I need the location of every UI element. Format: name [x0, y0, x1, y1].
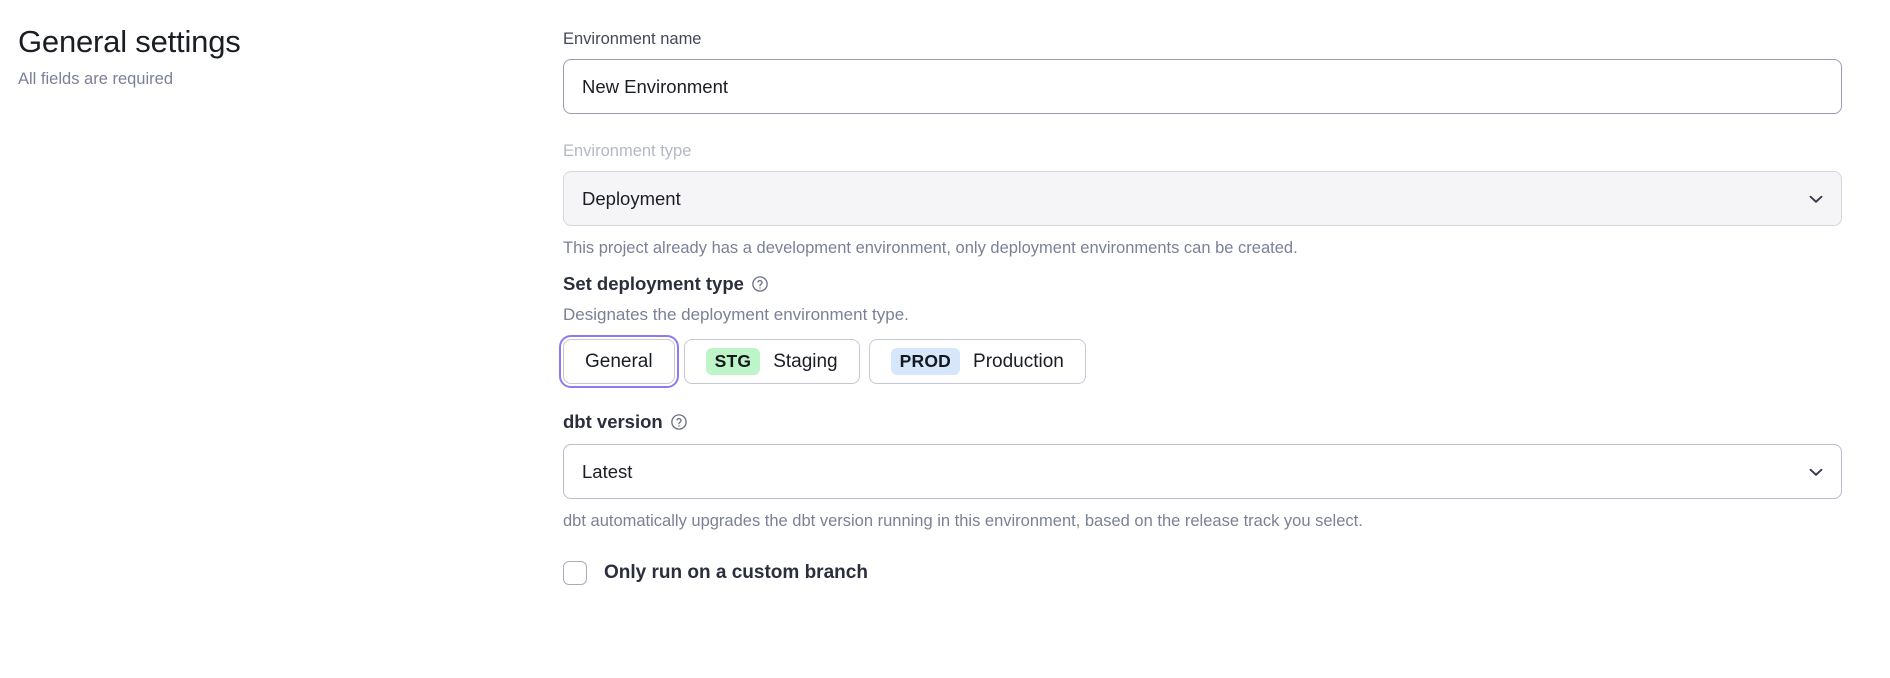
dbt-version-helper: dbt automatically upgrades the dbt versi… — [563, 512, 1363, 530]
spacer — [563, 260, 1842, 272]
environment-type-label: Environment type — [563, 142, 692, 160]
question-circle-icon[interactable] — [670, 413, 688, 431]
page-title: General settings — [18, 24, 241, 59]
environment-name-label: Environment name — [563, 30, 702, 48]
environment-name-value: New Environment — [582, 75, 729, 97]
dbt-version-group: dbt version Latest dbt aut — [563, 410, 1842, 533]
question-circle-icon[interactable] — [751, 275, 769, 293]
chevron-down-icon — [1805, 188, 1827, 210]
settings-header-column: General settings All fields are required — [18, 14, 563, 91]
deployment-type-label-row: Set deployment type — [563, 272, 1842, 296]
environment-type-helper: This project already has a development e… — [563, 239, 1298, 257]
environment-type-group: Environment type Deployment This project… — [563, 140, 1842, 260]
deployment-type-option-general[interactable]: General — [559, 335, 679, 388]
dbt-version-value: Latest — [582, 460, 633, 482]
settings-form-column: Environment name New Environment Environ… — [559, 14, 1842, 585]
dbt-version-select[interactable]: Latest — [563, 444, 1842, 499]
deployment-type-label: Set deployment type — [563, 273, 744, 294]
custom-branch-label: Only run on a custom branch — [604, 562, 868, 583]
deployment-type-description: Designates the deployment environment ty… — [563, 305, 909, 324]
environment-type-select[interactable]: Deployment — [563, 171, 1842, 226]
deployment-type-options: General STG Staging PROD Production — [559, 335, 1842, 388]
environment-name-input[interactable]: New Environment — [563, 59, 1842, 114]
spacer — [563, 384, 1842, 410]
deployment-type-option-production-label: Production — [973, 350, 1064, 372]
deployment-type-option-general-label: General — [585, 350, 653, 372]
deployment-type-group: Set deployment type Designates the deplo… — [559, 272, 1842, 388]
deployment-type-option-staging-label: Staging — [773, 350, 838, 372]
spacer — [563, 114, 1842, 140]
custom-branch-checkbox[interactable] — [563, 561, 587, 585]
environment-type-value: Deployment — [582, 187, 681, 209]
deployment-type-option-staging[interactable]: STG Staging — [683, 339, 860, 384]
chevron-down-icon — [1805, 461, 1827, 483]
page-subtitle: All fields are required — [18, 70, 173, 88]
custom-branch-row[interactable]: Only run on a custom branch — [563, 561, 1842, 585]
dbt-version-label-row: dbt version — [563, 410, 1842, 434]
spacer — [563, 434, 1842, 444]
production-badge: PROD — [890, 348, 961, 375]
dbt-version-label: dbt version — [563, 411, 663, 432]
deployment-type-option-production[interactable]: PROD Production — [868, 339, 1086, 384]
environment-name-group: Environment name New Environment — [563, 28, 1842, 114]
staging-badge: STG — [705, 348, 761, 375]
